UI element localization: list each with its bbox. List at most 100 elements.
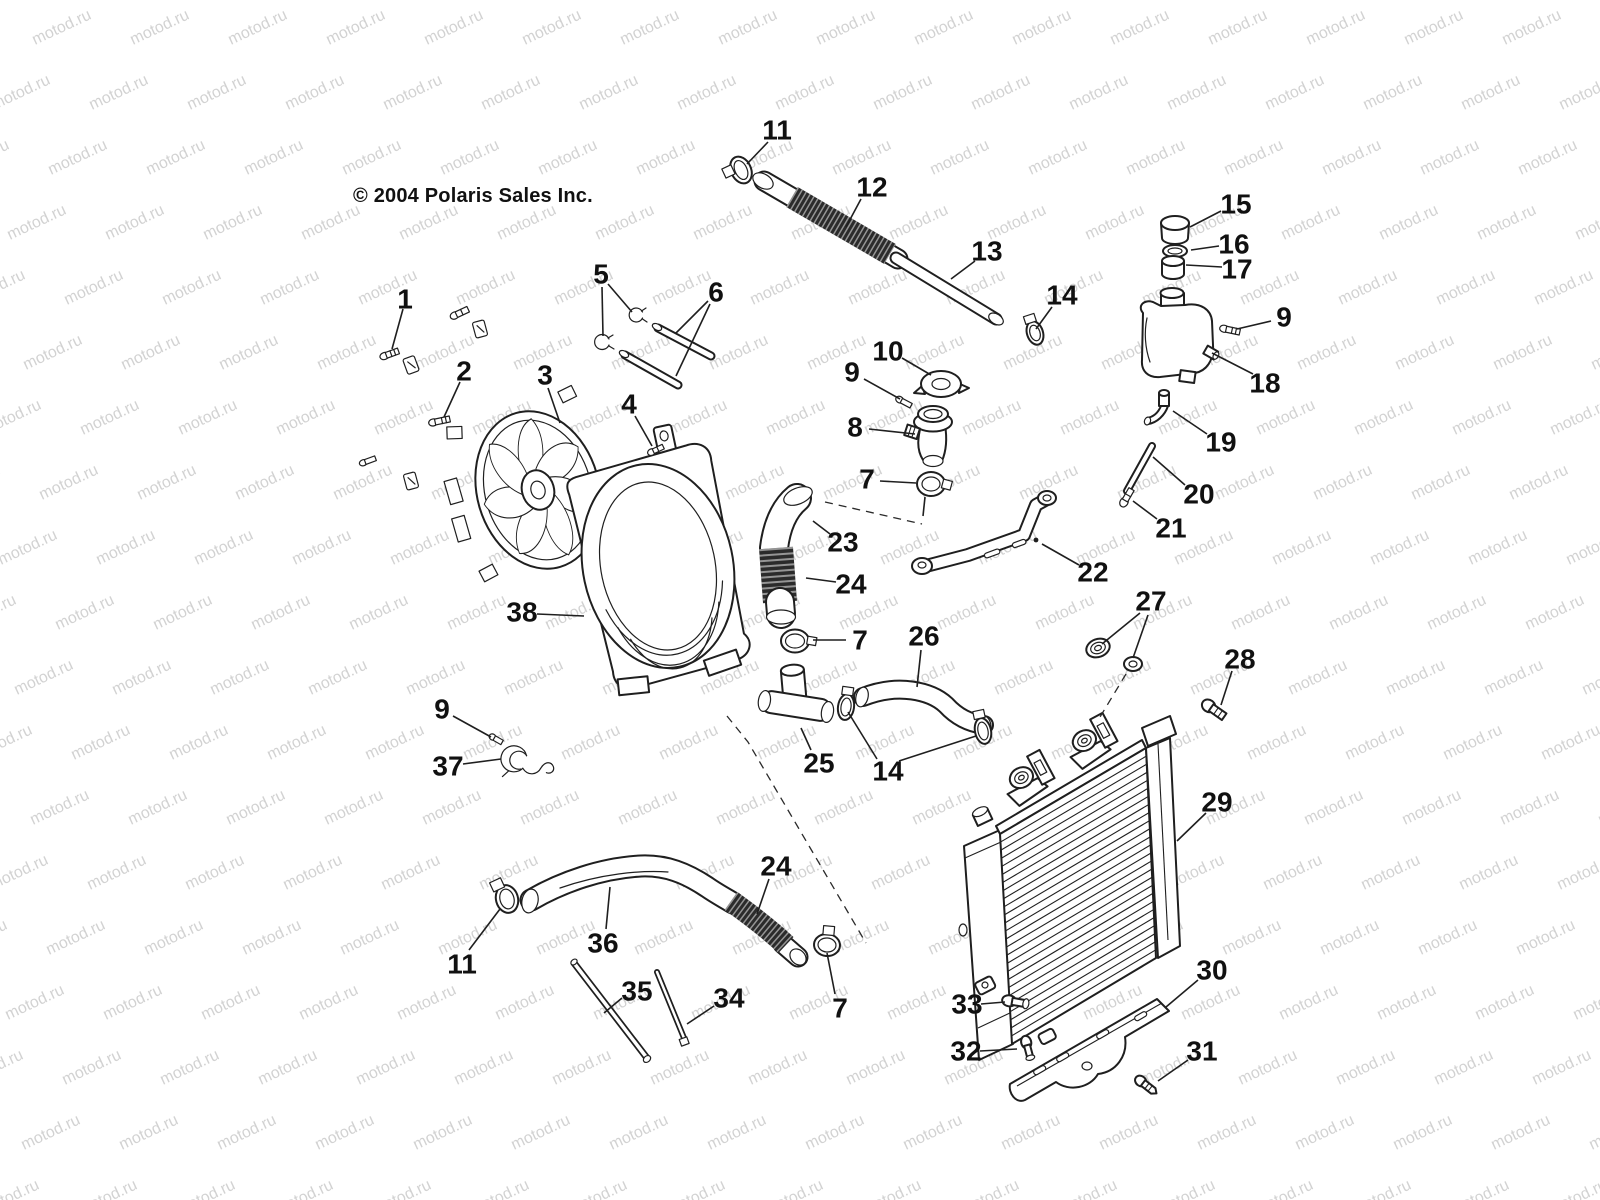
- watermark-text: motod.ru: [1304, 7, 1368, 49]
- leader-line: [443, 381, 461, 418]
- watermark-text: motod.ru: [910, 787, 974, 829]
- watermark-text: motod.ru: [454, 267, 518, 309]
- watermark-text: motod.ru: [338, 917, 402, 959]
- tube-6a: [651, 322, 716, 361]
- cap-ring-17: [1161, 255, 1185, 280]
- watermark-text: motod.ru: [912, 7, 976, 49]
- leader-line: [979, 1048, 1018, 1052]
- watermark-text: motod.ru: [1489, 1112, 1553, 1154]
- watermark-text: motod.ru: [1425, 592, 1489, 634]
- watermark-text: motod.ru: [274, 397, 338, 439]
- bolt-28: [1200, 698, 1228, 722]
- watermark-text: motod.ru: [1222, 137, 1286, 179]
- watermark-text: motod.ru: [37, 462, 101, 504]
- watermark-text: motod.ru: [764, 397, 828, 439]
- leader-line: [547, 387, 561, 424]
- lower-bracket-30: [1008, 998, 1170, 1102]
- watermark-text: motod.ru: [167, 722, 231, 764]
- leader-line: [605, 886, 611, 930]
- callout-38: 38: [506, 597, 537, 628]
- watermark-text: motod.ru: [87, 72, 151, 114]
- watermark-text: motod.ru: [773, 72, 837, 114]
- watermark-text: motod.ru: [192, 527, 256, 569]
- watermark-text: motod.ru: [28, 787, 92, 829]
- watermark-text: motod.ru: [960, 397, 1024, 439]
- watermark-text: motod.ru: [871, 72, 935, 114]
- watermark-text: motod.ru: [158, 1047, 222, 1089]
- watermark-text: motod.ru: [420, 787, 484, 829]
- watermark-text: motod.ru: [224, 787, 288, 829]
- watermark-text: motod.ru: [174, 1177, 238, 1200]
- t-fitting-25: [757, 663, 835, 724]
- watermark-text: motod.ru: [1532, 267, 1596, 309]
- leader-line: [1101, 612, 1141, 645]
- watermark-text: motod.ru: [0, 592, 19, 634]
- watermark-text: motod.ru: [1261, 852, 1325, 894]
- watermark-text: motod.ru: [999, 1112, 1063, 1154]
- watermark-text: motod.ru: [1391, 1112, 1455, 1154]
- watermark-text: motod.ru: [634, 137, 698, 179]
- watermark-text: motod.ru: [618, 7, 682, 49]
- watermark-text: motod.ru: [128, 7, 192, 49]
- watermark-text: motod.ru: [714, 787, 778, 829]
- radiator-cap-10: [913, 370, 970, 398]
- watermark-text: motod.ru: [1165, 72, 1229, 114]
- watermark-text: motod.ru: [1270, 527, 1334, 569]
- watermark-text: motod.ru: [142, 917, 206, 959]
- watermark-text: motod.ru: [0, 397, 44, 439]
- leader-line: [675, 303, 711, 377]
- callout-24: 24: [760, 851, 792, 882]
- watermark-text: motod.ru: [1589, 332, 1600, 374]
- watermark-text: motod.ru: [1564, 527, 1600, 569]
- watermark-text: motod.ru: [821, 462, 885, 504]
- watermark-text: motod.ru: [201, 202, 265, 244]
- watermark-text: motod.ru: [0, 1177, 42, 1200]
- watermark-text: motod.ru: [1359, 852, 1423, 894]
- callout-14: 14: [872, 756, 904, 787]
- watermark-text: motod.ru: [101, 982, 165, 1024]
- watermark-text: motod.ru: [1432, 1047, 1496, 1089]
- watermark-text: motod.ru: [126, 787, 190, 829]
- watermark-text: motod.ru: [422, 7, 486, 49]
- dashed-link-line: [726, 715, 867, 944]
- callout-16: 16: [1218, 229, 1249, 260]
- watermark-text: motod.ru: [1361, 72, 1425, 114]
- copyright-text: © 2004 Polaris Sales Inc.: [353, 185, 593, 207]
- watermark-text: motod.ru: [650, 267, 714, 309]
- watermark-text: motod.ru: [1254, 397, 1318, 439]
- watermark-text: motod.ru: [69, 722, 133, 764]
- leader-line: [391, 308, 404, 350]
- watermark-text: motod.ru: [1368, 527, 1432, 569]
- watermark-text: motod.ru: [748, 267, 812, 309]
- watermark-text: motod.ru: [94, 527, 158, 569]
- watermark-text: motod.ru: [176, 397, 240, 439]
- callout-11: 11: [762, 115, 792, 146]
- callout-9: 9: [434, 694, 450, 725]
- tube-6b: [618, 349, 683, 390]
- callout-29: 29: [1201, 787, 1232, 818]
- watermark-text: motod.ru: [1206, 7, 1270, 49]
- watermark-text: motod.ru: [518, 787, 582, 829]
- watermark-text: motod.ru: [183, 852, 247, 894]
- callout-7: 7: [859, 464, 875, 495]
- leader-line: [1165, 979, 1199, 1008]
- watermark-text: motod.ru: [1393, 332, 1457, 374]
- leader-line: [634, 415, 653, 447]
- watermark-text: motod.ru: [1252, 1177, 1316, 1200]
- watermark-text: motod.ru: [19, 1112, 83, 1154]
- watermark-text: motod.ru: [1475, 202, 1539, 244]
- watermark-text: motod.ru: [388, 527, 452, 569]
- callout-5: 5: [593, 259, 609, 290]
- bolt-2: [428, 415, 452, 427]
- callout-13: 13: [971, 236, 1002, 267]
- watermark-text: motod.ru: [1441, 722, 1505, 764]
- tube-20: [1123, 442, 1156, 495]
- watermark-text: motod.ru: [1573, 202, 1600, 244]
- callout-15: 15: [1220, 189, 1251, 220]
- watermark-text: motod.ru: [0, 267, 28, 309]
- watermark-text: motod.ru: [1377, 202, 1441, 244]
- leader-line: [686, 1005, 715, 1025]
- watermark-text: motod.ru: [1056, 1177, 1120, 1200]
- watermark-text: motod.ru: [372, 397, 436, 439]
